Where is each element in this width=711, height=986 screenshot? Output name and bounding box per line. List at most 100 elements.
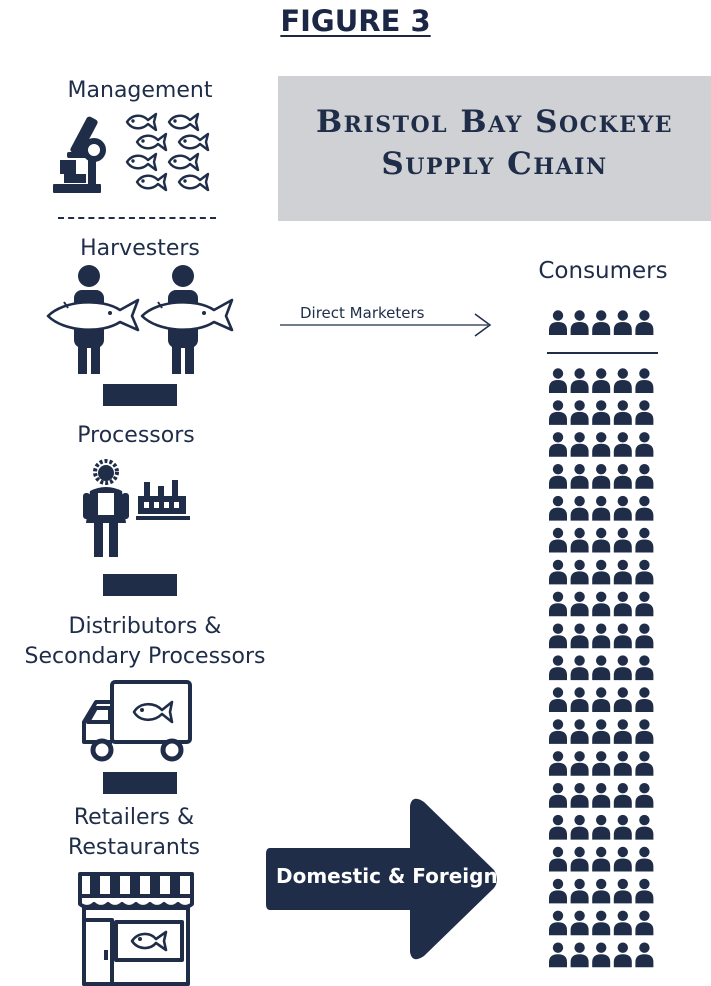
person-icon xyxy=(570,495,589,521)
person-icon xyxy=(592,910,611,936)
person-icon xyxy=(613,559,632,585)
person-icon xyxy=(613,687,632,712)
person-icon xyxy=(549,814,567,840)
person-icon xyxy=(635,751,654,776)
person-icon xyxy=(613,591,632,617)
person-icon xyxy=(570,623,589,649)
person-icon xyxy=(592,814,611,840)
processor-worker-icon xyxy=(83,459,129,557)
flow-connector xyxy=(103,384,177,406)
fishermen-icon xyxy=(46,263,234,376)
person-icon xyxy=(613,846,632,872)
person-icon xyxy=(549,591,567,617)
figure-label: FIGURE 3 xyxy=(280,4,431,38)
person-icon xyxy=(613,310,632,335)
stage-label-harvesters: Harvesters xyxy=(80,236,200,261)
person-icon xyxy=(613,910,632,936)
person-icon xyxy=(635,400,654,425)
person-icon xyxy=(635,591,654,617)
person-icon xyxy=(549,464,567,489)
person-icon xyxy=(549,878,567,904)
person-icon xyxy=(570,655,589,681)
person-icon xyxy=(592,432,611,457)
person-icon xyxy=(613,814,632,840)
person-icon xyxy=(613,623,632,649)
consumer-grid xyxy=(549,310,654,968)
person-icon xyxy=(549,559,567,585)
person-icon xyxy=(635,310,654,335)
stage-label-distributors-2: Secondary Processors xyxy=(24,644,266,669)
person-icon xyxy=(592,719,611,744)
person-icon xyxy=(635,432,654,457)
person-icon xyxy=(549,687,567,712)
person-icon xyxy=(635,368,654,393)
consumers-divider xyxy=(547,352,658,354)
main-flow-label: Domestic & Foreign xyxy=(276,864,498,888)
person-icon xyxy=(549,495,567,521)
person-icon xyxy=(570,400,589,425)
person-icon xyxy=(549,719,567,744)
person-icon xyxy=(635,464,654,489)
person-icon xyxy=(635,783,654,808)
person-icon xyxy=(549,310,567,335)
person-icon xyxy=(549,368,567,393)
flow-connector xyxy=(103,772,177,794)
person-icon xyxy=(635,719,654,744)
person-icon xyxy=(613,942,632,968)
person-icon xyxy=(613,527,632,553)
person-icon xyxy=(570,432,589,457)
factory-icon xyxy=(136,480,190,520)
direct-marketers-label: Direct Marketers xyxy=(300,304,425,322)
person-icon xyxy=(635,559,654,585)
person-icon xyxy=(549,942,567,968)
person-icon xyxy=(570,527,589,553)
person-icon xyxy=(592,846,611,872)
stage-label-retailers-1: Retailers & xyxy=(73,805,195,830)
stage-label-retailers-2: Restaurants xyxy=(68,835,200,860)
person-icon xyxy=(570,687,589,712)
person-icon xyxy=(613,432,632,457)
stage-label-distributors-1: Distributors & xyxy=(68,614,222,639)
person-icon xyxy=(592,310,611,335)
person-icon xyxy=(549,527,567,553)
person-icon xyxy=(549,400,567,425)
stage-label-processors: Processors xyxy=(77,423,195,448)
person-icon xyxy=(570,814,589,840)
person-icon xyxy=(613,878,632,904)
person-icon xyxy=(549,846,567,872)
person-icon xyxy=(592,655,611,681)
truck-icon xyxy=(82,680,192,762)
person-icon xyxy=(570,591,589,617)
person-icon xyxy=(570,942,589,968)
person-icon xyxy=(570,878,589,904)
person-icon xyxy=(635,527,654,553)
person-icon xyxy=(592,783,611,808)
person-icon xyxy=(635,655,654,681)
person-icon xyxy=(570,846,589,872)
person-icon xyxy=(592,368,611,393)
storefront-icon xyxy=(78,872,194,986)
person-icon xyxy=(549,432,567,457)
person-icon xyxy=(635,878,654,904)
person-icon xyxy=(613,655,632,681)
person-icon xyxy=(570,368,589,393)
person-icon xyxy=(592,878,611,904)
person-icon xyxy=(592,527,611,553)
person-icon xyxy=(613,368,632,393)
person-icon xyxy=(570,783,589,808)
microscope-icon xyxy=(53,116,106,193)
management-divider xyxy=(58,217,216,219)
person-icon xyxy=(570,310,589,335)
person-icon xyxy=(635,942,654,968)
person-icon xyxy=(613,783,632,808)
person-icon xyxy=(592,495,611,521)
person-icon xyxy=(570,719,589,744)
person-icon xyxy=(613,495,632,521)
person-icon xyxy=(570,751,589,776)
person-icon xyxy=(592,464,611,489)
person-icon xyxy=(635,846,654,872)
person-icon xyxy=(592,591,611,617)
person-icon xyxy=(549,910,567,936)
person-icon xyxy=(635,687,654,712)
person-icon xyxy=(570,559,589,585)
